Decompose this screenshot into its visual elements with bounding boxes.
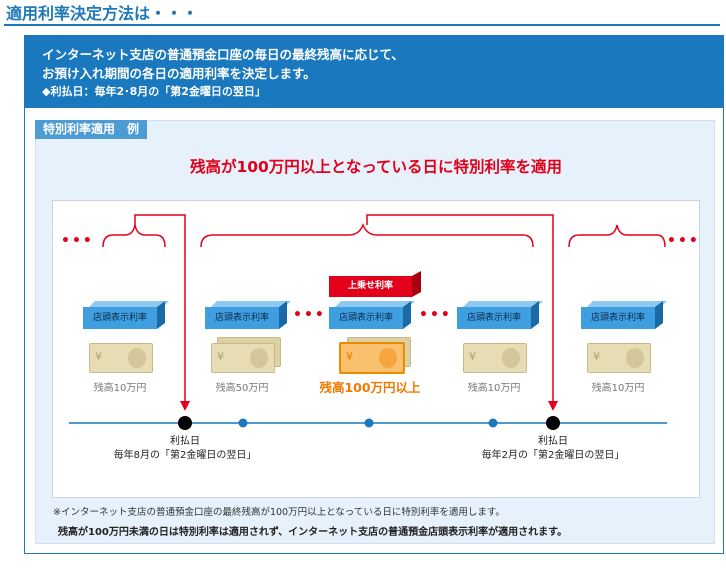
payday-1-title: 利払日 bbox=[170, 436, 200, 447]
bonus-rate-side bbox=[412, 271, 421, 297]
balance-1: 残高10万円 bbox=[93, 383, 147, 394]
rate-box-2: 店頭表示利率 bbox=[205, 299, 291, 329]
brace-left bbox=[102, 224, 166, 248]
rate-label-1: 店頭表示利率 bbox=[83, 307, 157, 329]
footnote-1: ※インターネット支店の普通預金口座の最終残高が100万円以上となっている日に特別… bbox=[53, 507, 505, 518]
footnote-2: 残高が100万円未満の日は特別利率は適用されず、インターネット支店の普通預金店頭… bbox=[58, 527, 568, 538]
day-marker-1 bbox=[238, 418, 248, 428]
balance-4: 残高10万円 bbox=[467, 383, 521, 394]
intro-line-2: お預け入れ期間の各日の適用利率を決定します。 bbox=[42, 66, 316, 81]
rate-label-2: 店頭表示利率 bbox=[205, 307, 279, 329]
payday-2-subtitle: 毎年2月の「第2金曜日の翌日」 bbox=[481, 450, 625, 461]
money-icon-3: ¥ bbox=[339, 342, 405, 374]
intro-header: インターネット支店の普通預金口座の毎日の最終残高に応じて、 お預け入れ期間の各日… bbox=[25, 36, 723, 108]
payday-1-subtitle: 毎年8月の「第2金曜日の翌日」 bbox=[113, 450, 257, 461]
day-marker-3 bbox=[488, 418, 498, 428]
balance-2: 残高50万円 bbox=[215, 383, 269, 394]
payment-date-note: ◆利払日：毎年2･8月の「第2金曜日の翌日」 bbox=[42, 85, 266, 98]
interest-diagram: ••• ••• ••• ••• 上乗せ利率 店頭表示利率 ¥ 残高10万円 店頭… bbox=[52, 200, 700, 498]
ellipsis-right: ••• bbox=[667, 233, 700, 249]
arrow-head-2 bbox=[548, 401, 558, 411]
balance-3: 残高100万円以上 bbox=[319, 380, 421, 395]
example-tag: 特別利率適用 例 bbox=[35, 120, 148, 139]
brace-middle bbox=[200, 222, 534, 248]
bonus-rate-label: 上乗せ利率 bbox=[329, 276, 412, 297]
arrow-payday-1 bbox=[134, 214, 186, 401]
diagram-lines bbox=[69, 214, 667, 430]
page-title: 適用利率決定方法は・・・ bbox=[4, 2, 720, 26]
intro-line-1: インターネット支店の普通預金口座の毎日の最終残高に応じて、 bbox=[42, 47, 404, 62]
payday-2-label: 利払日 毎年2月の「第2金曜日の翌日」 bbox=[458, 435, 648, 463]
rate-box-3: 店頭表示利率 bbox=[329, 299, 415, 329]
payday-1-label: 利払日 毎年8月の「第2金曜日の翌日」 bbox=[90, 435, 280, 463]
day-marker-2 bbox=[364, 418, 374, 428]
rate-label-5: 店頭表示利率 bbox=[581, 307, 655, 329]
example-box: 特別利率適用 例 残高が100万円以上となっている日に特別利率を適用 bbox=[35, 120, 715, 544]
ellipsis-mid-2: ••• bbox=[419, 307, 452, 323]
rate-box-4: 店頭表示利率 bbox=[457, 299, 543, 329]
balance-5: 残高10万円 bbox=[591, 383, 645, 394]
rate-label-3: 店頭表示利率 bbox=[329, 307, 403, 329]
ellipsis-left: ••• bbox=[61, 233, 94, 249]
arrow-payday-2 bbox=[366, 214, 554, 401]
money-icon-1: ¥ bbox=[89, 343, 153, 373]
payday-marker-2 bbox=[546, 416, 560, 430]
arrow-head-1 bbox=[180, 401, 190, 411]
payday-2-title: 利払日 bbox=[538, 436, 568, 447]
bonus-rate-box: 上乗せ利率 bbox=[329, 271, 421, 297]
payday-marker-1 bbox=[178, 416, 192, 430]
rate-box-5: 店頭表示利率 bbox=[581, 299, 667, 329]
example-headline: 残高が100万円以上となっている日に特別利率を適用 bbox=[189, 158, 563, 176]
money-icon-5: ¥ bbox=[587, 343, 651, 373]
money-icon-4: ¥ bbox=[463, 343, 527, 373]
method-panel: インターネット支店の普通預金口座の毎日の最終残高に応じて、 お預け入れ期間の各日… bbox=[24, 35, 724, 554]
ellipsis-mid-1: ••• bbox=[293, 307, 326, 323]
brace-right bbox=[568, 224, 666, 248]
rate-label-4: 店頭表示利率 bbox=[457, 307, 531, 329]
rate-box-1: 店頭表示利率 bbox=[83, 299, 169, 329]
money-icon-2: ¥ bbox=[211, 343, 275, 373]
